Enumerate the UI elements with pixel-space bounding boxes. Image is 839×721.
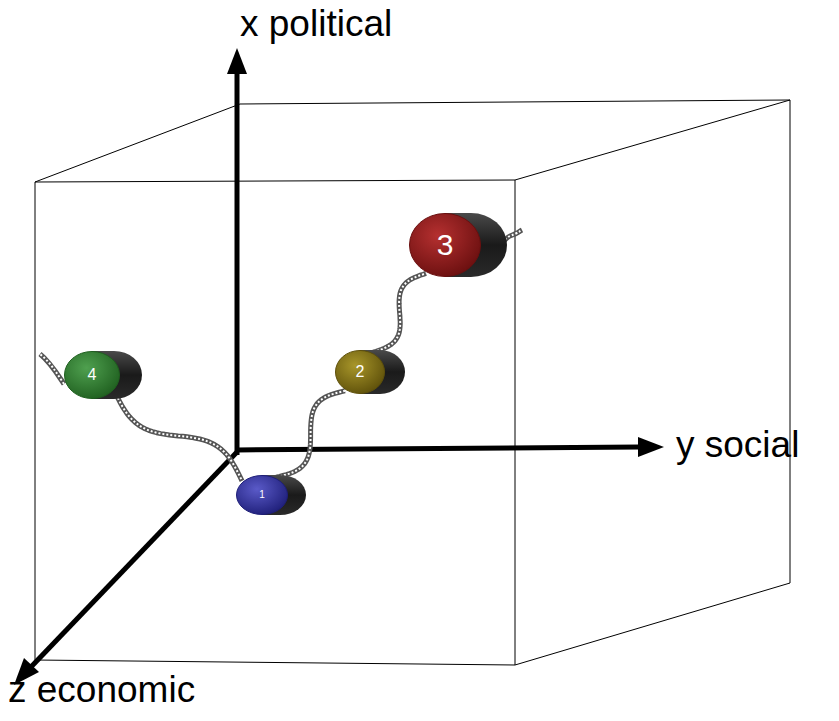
rope-connector [114,391,242,481]
cylinder-node: 1 [236,475,288,515]
callout-number: 2 [356,364,365,380]
callout-number: 1 [259,490,265,500]
cylinder-node: 3 [409,213,481,277]
cube-outline [35,100,790,665]
rope-connector [276,391,345,477]
axis-label: z economic [8,670,195,711]
axis-label: y social [676,425,799,466]
cylinder-node: 4 [64,351,120,399]
rope-connector [373,273,426,352]
callout-number: 4 [88,367,97,383]
axis-lines [30,70,640,668]
axis-label: x political [240,4,392,45]
callout-number: 3 [437,230,454,260]
axis-arrowheads [14,48,664,685]
cylinder-node: 2 [335,350,385,394]
